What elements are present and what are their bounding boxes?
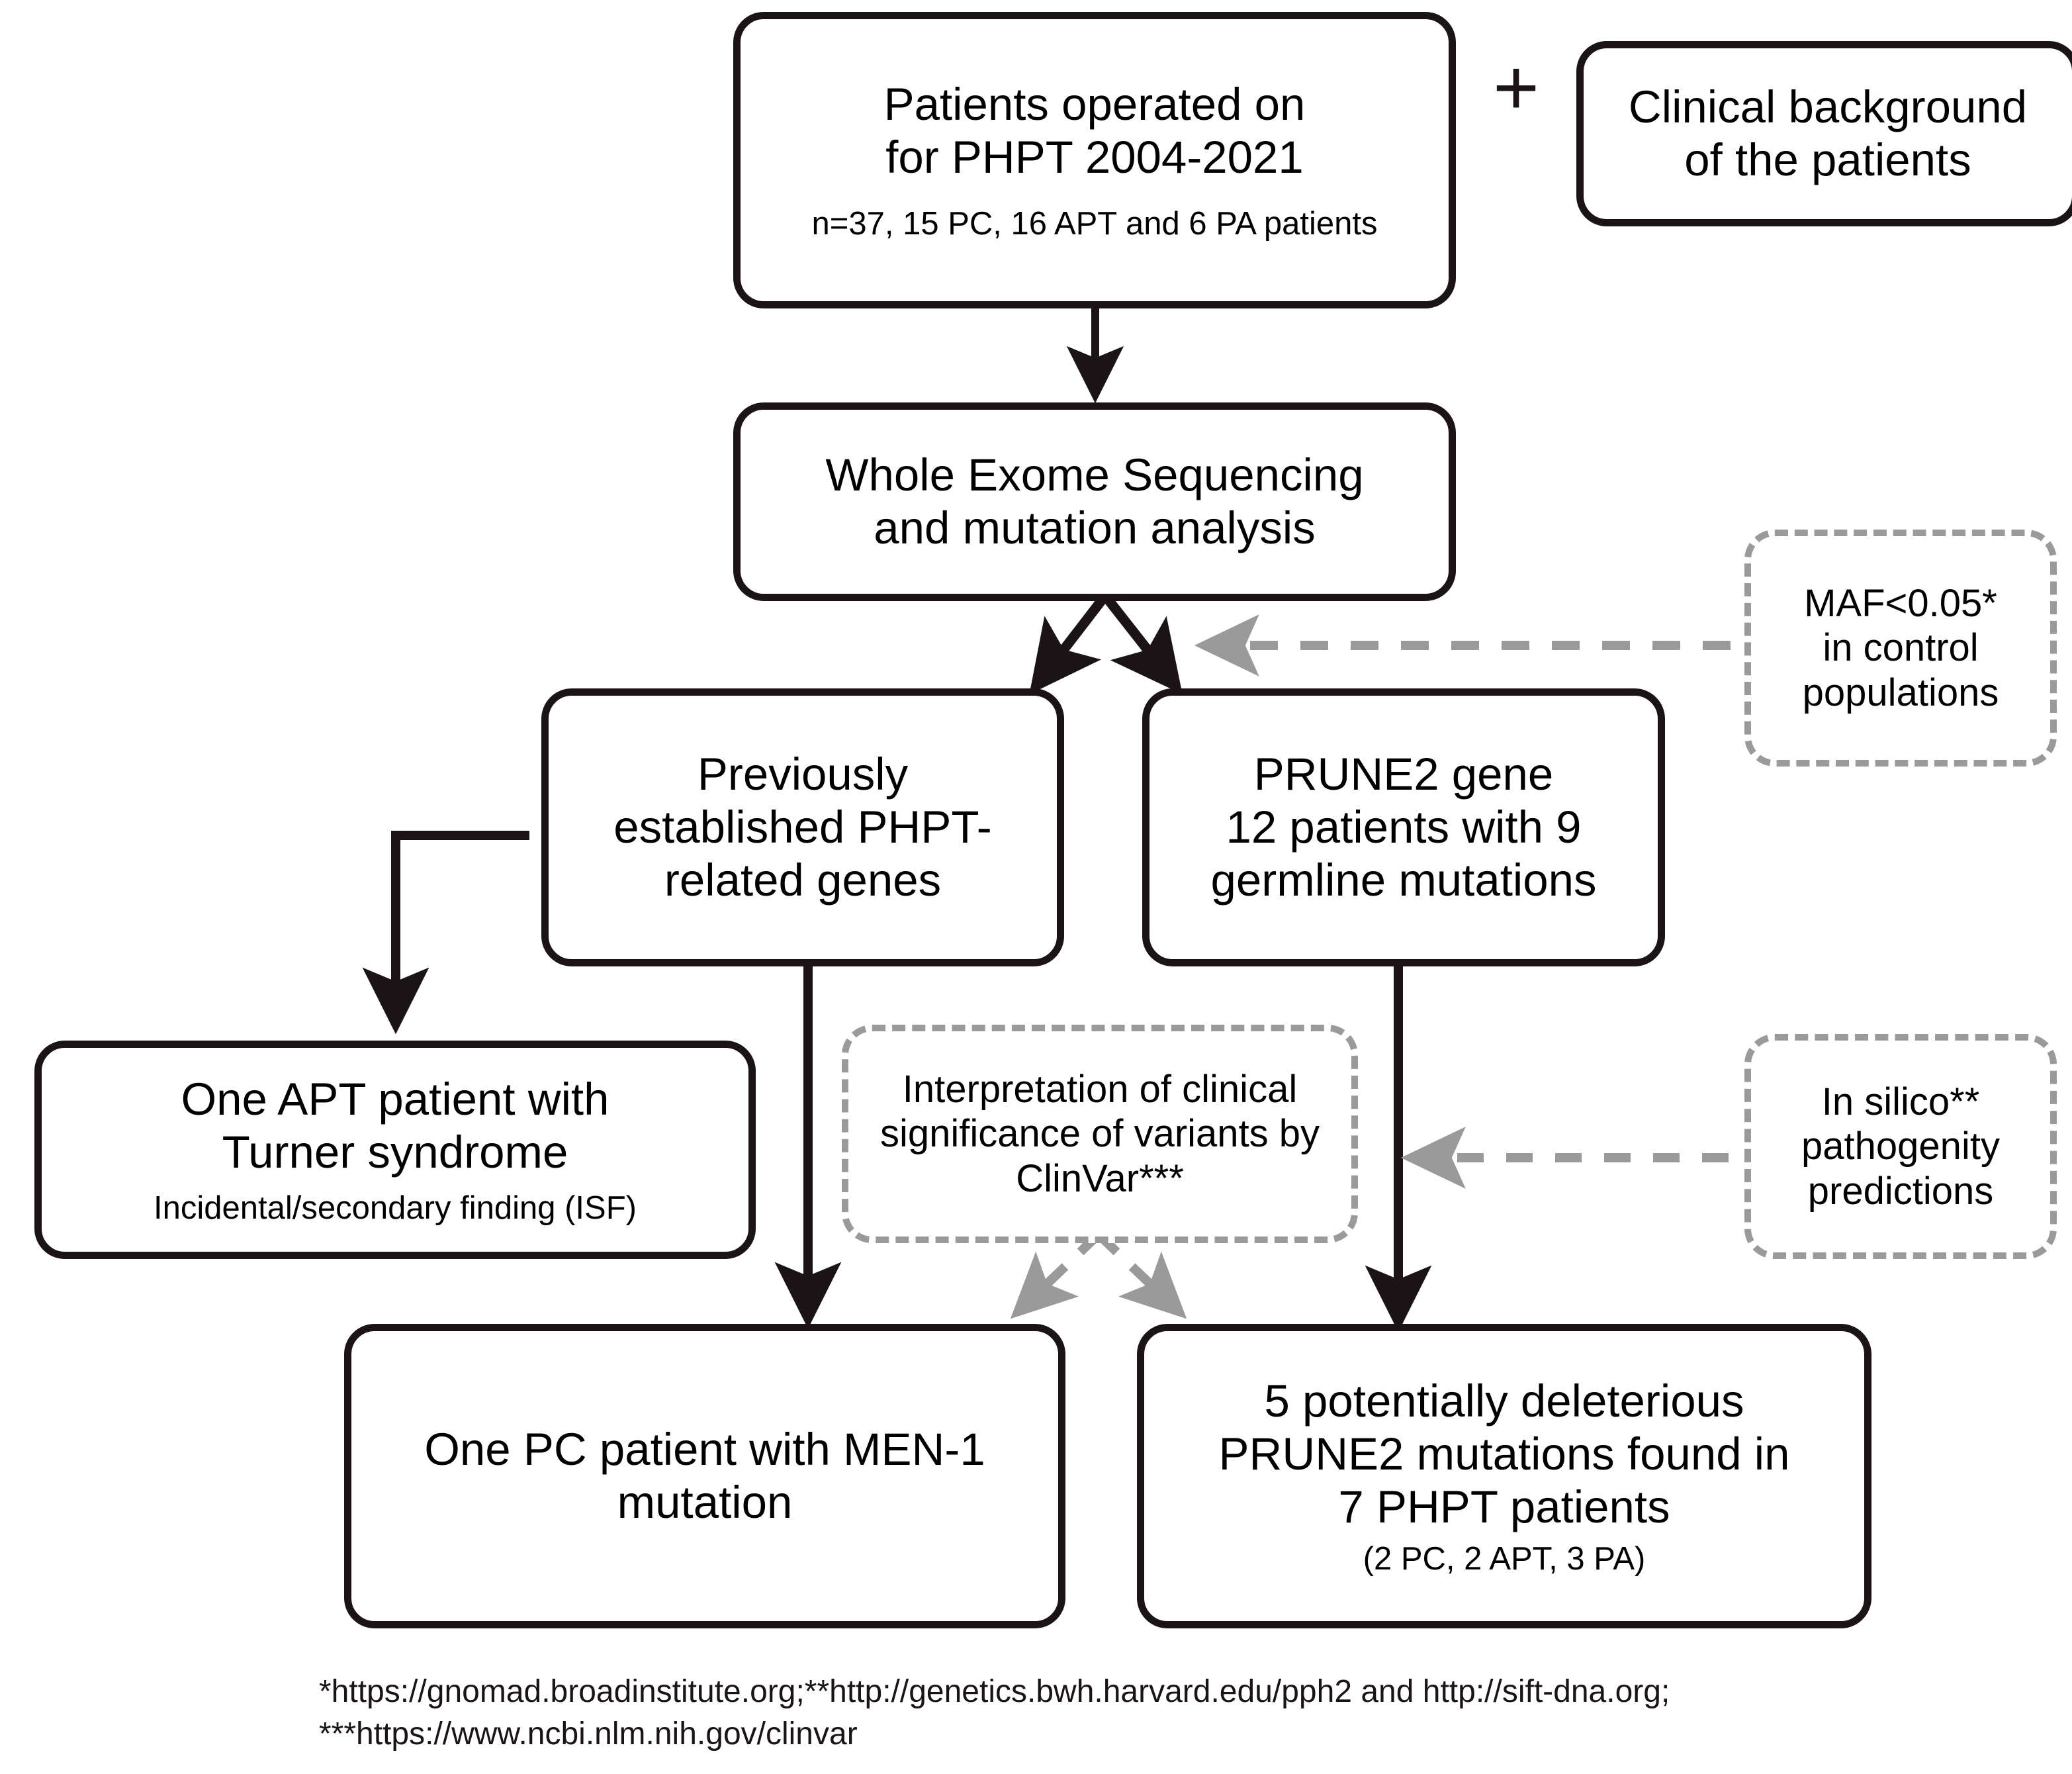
node-patients-operated[interactable]: Patients operated on for PHPT 2004-2021 … xyxy=(733,12,1456,308)
node-in-silico-predictions[interactable]: In silico** pathogenity predictions xyxy=(1744,1034,2057,1259)
node-patients-line2: for PHPT 2004-2021 xyxy=(885,131,1304,183)
node-deleterious-line3: 7 PHPT patients xyxy=(1338,1481,1670,1532)
node-prune2-line3: germline mutations xyxy=(1210,855,1597,906)
node-maf-line2: in control xyxy=(1823,626,1979,670)
edge-clinvar-split-left xyxy=(1010,1231,1102,1319)
plus-icon: + xyxy=(1493,43,1540,132)
node-insilico-line1: In silico** xyxy=(1821,1080,1980,1124)
node-prune2-gene[interactable]: PRUNE2 gene 12 patients with 9 germline … xyxy=(1142,688,1665,966)
edge-clinvar-split-right xyxy=(1095,1231,1187,1319)
node-maf-filter[interactable]: MAF<0.05* in control populations xyxy=(1744,530,2057,767)
edge-wes-split-left xyxy=(1029,592,1109,695)
node-deleterious-line1: 5 potentially deleterious xyxy=(1264,1375,1744,1426)
node-insilico-line2: pathogenity xyxy=(1801,1125,2000,1168)
node-deleterious-line4: (2 PC, 2 APT, 3 PA) xyxy=(1363,1540,1646,1577)
node-maf-line3: populations xyxy=(1802,671,1999,714)
edge-wes-split-right xyxy=(1101,592,1183,694)
node-prune2-line1: PRUNE2 gene xyxy=(1253,748,1554,800)
node-clinvar-line2: significance of variants by xyxy=(879,1112,1320,1156)
node-turner-line1: One APT patient with xyxy=(181,1073,609,1125)
node-men1-line1: One PC patient with MEN-1 xyxy=(424,1423,985,1475)
node-turner-line2: Turner syndrome xyxy=(222,1126,568,1178)
node-deleterious-mutations[interactable]: 5 potentially deleterious PRUNE2 mutatio… xyxy=(1137,1324,1871,1628)
node-men1-mutation[interactable]: One PC patient with MEN-1 mutation xyxy=(344,1324,1065,1628)
node-prune2-line2: 12 patients with 9 xyxy=(1226,801,1582,853)
node-patients-line1: Patients operated on xyxy=(883,78,1306,130)
node-wes-line1: Whole Exome Sequencing xyxy=(825,449,1364,500)
node-men1-line2: mutation xyxy=(617,1477,793,1528)
node-deleterious-line2: PRUNE2 mutations found in xyxy=(1218,1428,1790,1479)
node-clinvar-line1: Interpretation of clinical xyxy=(902,1068,1298,1111)
node-phptgenes-line1: Previously xyxy=(697,748,909,800)
edge-phptgenes-to-turner xyxy=(362,831,529,1035)
node-turner-syndrome[interactable]: One APT patient with Turner syndrome Inc… xyxy=(34,1041,756,1259)
footnote-line-2: ***https://www.ncbi.nlm.nih.gov/clinvar xyxy=(319,1716,858,1751)
node-clinical-background-line1: Clinical background xyxy=(1628,81,2028,132)
node-turner-line3: Incidental/secondary finding (ISF) xyxy=(154,1190,637,1226)
node-clinvar-line3: ClinVar*** xyxy=(1016,1156,1184,1200)
node-patients-line3: n=37, 15 PC, 16 APT and 6 PA patients xyxy=(811,205,1378,242)
node-wes-line2: and mutation analysis xyxy=(874,502,1316,553)
node-insilico-line3: predictions xyxy=(1807,1169,1994,1213)
node-phptgenes-line3: related genes xyxy=(664,855,942,906)
footnote-line-1: *https://gnomad.broadinstitute.org;**htt… xyxy=(319,1674,1670,1709)
node-clinical-background[interactable]: Clinical background of the patients xyxy=(1576,41,2072,226)
node-maf-line1: MAF<0.05* xyxy=(1804,582,1997,626)
node-phptgenes-line2: established PHPT- xyxy=(613,801,992,853)
node-clinical-background-line2: of the patients xyxy=(1684,134,1971,185)
node-clinvar-interpretation[interactable]: Interpretation of clinical significance … xyxy=(842,1025,1358,1243)
node-whole-exome-sequencing[interactable]: Whole Exome Sequencing and mutation anal… xyxy=(733,402,1456,601)
node-phpt-related-genes[interactable]: Previously established PHPT- related gen… xyxy=(541,688,1064,966)
